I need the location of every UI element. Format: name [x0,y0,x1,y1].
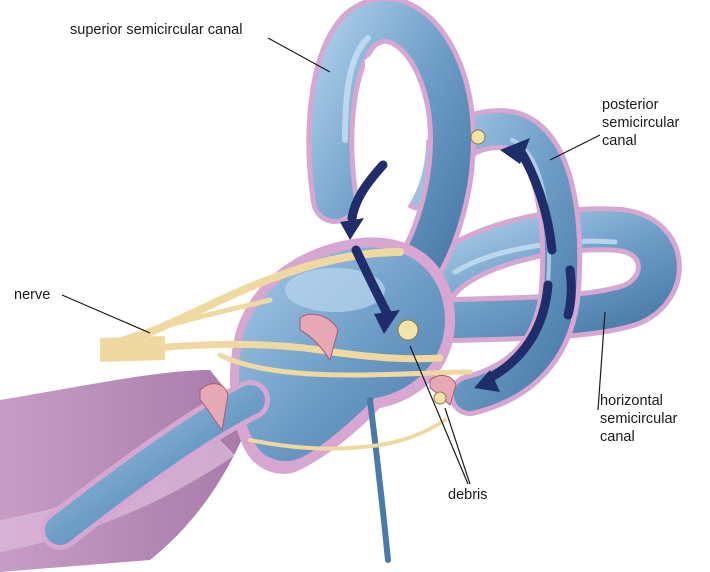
posterior-canal-label: posterior semicircular canal [602,96,679,150]
horizontal-canal-label: horizontal semicircular canal [600,392,677,446]
horizontal-label-line-3: canal [600,428,677,446]
posterior-label-line-1: posterior [602,96,679,114]
nerve-label: nerve [14,286,50,304]
posterior-label-line-3: canal [602,132,679,150]
posterior-label-line-2: semicircular [602,114,679,132]
superior-canal-label: superior semicircular canal [70,21,242,39]
debris-label: debris [448,486,488,504]
horizontal-label-line-2: semicircular [600,410,677,428]
horizontal-label-line-1: horizontal [600,392,677,410]
